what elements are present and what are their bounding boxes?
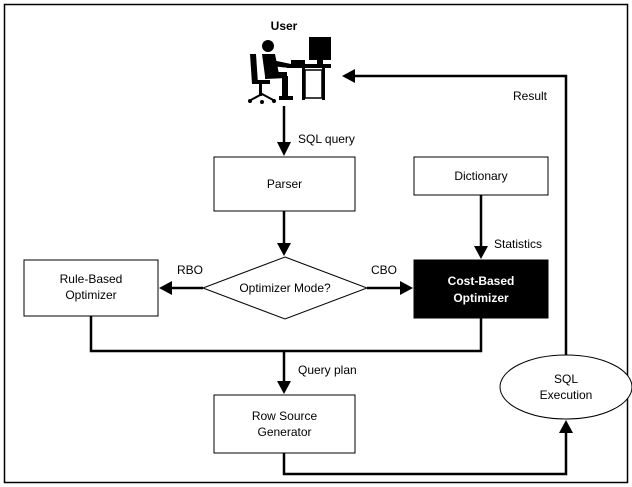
edge-row-source-to-execution-arrowhead	[559, 420, 573, 433]
edge-execution-to-user	[355, 74, 568, 355]
rbo-label: RBO	[177, 263, 203, 277]
sql-query-label: SQL query	[298, 132, 355, 146]
row-source-label-line1: Row Source	[252, 409, 318, 423]
parser-box	[213, 156, 356, 212]
dictionary-label: Dictionary	[454, 169, 507, 183]
dictionary-box	[413, 156, 549, 196]
edge-optimizers-merge	[89, 316, 483, 353]
optimizer-mode-label: Optimizer Mode?	[239, 281, 331, 295]
cbo-label: CBO	[371, 263, 397, 277]
rule-based-optimizer-box	[23, 259, 159, 317]
rule-based-label-line2: Optimizer	[65, 288, 116, 302]
edge-dictionary-to-cbo-arrowhead	[474, 246, 488, 259]
edge-decision-to-rbo-arrowhead	[159, 281, 172, 295]
cost-based-optimizer-box	[413, 259, 549, 319]
edge-user-to-parser-arrowhead	[277, 142, 291, 156]
user-label: User	[271, 19, 298, 33]
parser-label: Parser	[267, 177, 302, 191]
user-at-computer-icon	[248, 37, 331, 104]
edge-decision-to-cbo-arrowhead	[400, 281, 413, 295]
edge-row-source-to-execution	[282, 433, 568, 476]
optimizer-mode-decision	[201, 256, 369, 320]
edge-parser-to-decision-arrowhead	[277, 243, 291, 256]
cost-based-label-line2: Optimizer	[453, 291, 509, 305]
cost-based-label-line1: Cost-Based	[448, 274, 515, 288]
row-source-generator-box	[213, 394, 356, 454]
diagram-frame	[3, 3, 629, 484]
sql-execution-label-line2: Execution	[540, 388, 593, 402]
result-label: Result	[513, 89, 548, 103]
sql-execution-ellipse	[499, 354, 632, 420]
edge-merge-to-row-source-arrowhead	[277, 381, 291, 394]
sql-execution-label-line1: SQL	[554, 372, 578, 386]
rule-based-label-line1: Rule-Based	[60, 272, 123, 286]
row-source-label-line2: Generator	[257, 425, 311, 439]
query-plan-label: Query plan	[298, 363, 357, 377]
edge-execution-to-user-arrowhead	[342, 69, 355, 83]
statistics-label: Statistics	[494, 237, 542, 251]
